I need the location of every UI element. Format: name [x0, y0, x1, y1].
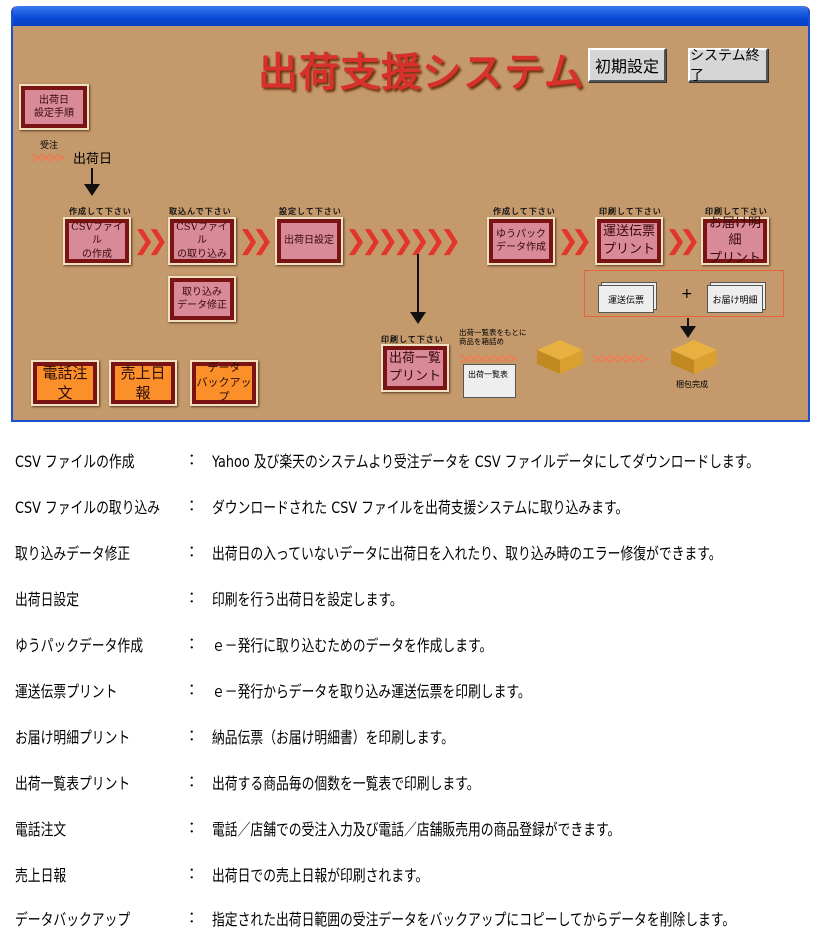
- daily-sales-report-button[interactable]: 売上日報: [109, 360, 177, 406]
- package-box-icon: [537, 340, 583, 374]
- packing-note: 出荷一覧表をもとに 商品を箱詰め: [459, 328, 527, 346]
- documents-group: [584, 270, 784, 317]
- app-window: 出荷支援システム 初期設定 システム終了 出荷日 設定手順 受注 >>>> 出荷…: [11, 6, 810, 422]
- shipping-list-print-button[interactable]: 出荷一覧 プリント: [381, 344, 449, 392]
- step-prompt: 作成して下さい: [493, 207, 556, 216]
- ship-date-label: 出荷日: [73, 152, 113, 167]
- csv-import-button[interactable]: CSVファイル の取り込み: [168, 217, 236, 265]
- description-row: 取り込みデータ修正：出荷日の入っていないデータに出荷日を入れたり、取り込み時のエ…: [15, 542, 722, 563]
- plus-label: +: [681, 286, 693, 302]
- delivery-detail-print-button[interactable]: お届け明細 プリント: [701, 216, 769, 266]
- description-row: CSV ファイルの取り込み：ダウンロードされた CSV ファイルを出荷支援システ…: [15, 496, 629, 517]
- order-label: 受注: [40, 141, 59, 151]
- chevron-arrows-icon: ❯❯❯❯❯❯❯: [345, 226, 461, 256]
- list-print-prompt: 印刷して下さい: [381, 335, 444, 344]
- down-arrow-icon: [410, 254, 426, 324]
- step-prompt: 印刷して下さい: [705, 207, 768, 216]
- chevron-arrows-icon: ❯❯: [557, 226, 592, 256]
- description-row: データバックアップ：指定された出荷日範囲の受注データをバックアップにコピーしてか…: [15, 908, 736, 929]
- system-exit-button[interactable]: システム終了: [688, 48, 768, 84]
- description-row: CSV ファイルの作成：Yahoo 及び楽天のシステムより受注データを CSV …: [15, 450, 759, 471]
- step-prompt: 設定して下さい: [279, 207, 342, 216]
- chevron-arrows-icon: ❯❯: [133, 226, 168, 256]
- small-arrows-icon: >>>>>>>: [591, 352, 649, 367]
- down-arrow-icon: [680, 318, 696, 338]
- shipping-slip-print-button[interactable]: 運送伝票 プリント: [595, 217, 663, 265]
- app-title: 出荷支援システム: [258, 49, 585, 96]
- step-prompt: 作成して下さい: [69, 207, 132, 216]
- packed-label: 梱包完成: [676, 380, 708, 389]
- description-row: 出荷日設定：印刷を行う出荷日を設定します。: [15, 588, 403, 609]
- description-row: 運送伝票プリント：ｅ－発行からデータを取り込み運送伝票を印刷します。: [15, 680, 531, 701]
- step-prompt: 印刷して下さい: [599, 207, 662, 216]
- shipping-list-doc: 出荷一覧表: [463, 364, 516, 398]
- data-backup-button[interactable]: データ バックアップ: [190, 360, 258, 406]
- description-row: 電話注文：電話／店舗での受注入力及び電話／店舗販売用の商品登録ができます。: [15, 818, 621, 839]
- order-arrows-icon: >>>>: [31, 151, 66, 166]
- chevron-arrows-icon: ❯❯: [238, 226, 273, 256]
- description-row: 出荷一覧表プリント：出荷する商品毎の個数を一覧表で印刷します。: [15, 772, 480, 793]
- description-row: お届け明細プリント：納品伝票（お届け明細書）を印刷します。: [15, 726, 454, 747]
- yupack-data-button[interactable]: ゆうパック データ作成: [487, 217, 555, 265]
- csv-create-button[interactable]: CSVファイル の作成: [63, 217, 131, 265]
- title-bar[interactable]: [13, 6, 808, 26]
- import-data-fix-button[interactable]: 取り込み データ修正: [168, 276, 236, 322]
- delivery-detail-doc: お届け明細: [707, 285, 763, 313]
- description-row: 売上日報：出荷日での売上日報が印刷されます。: [15, 864, 429, 885]
- step-prompt: 取込んで下さい: [169, 207, 232, 216]
- description-row: ゆうパックデータ作成：ｅ－発行に取り込むためのデータを作成します。: [15, 634, 493, 655]
- packed-box-icon: [671, 340, 717, 374]
- ship-date-setting-button[interactable]: 出荷日設定: [275, 217, 343, 265]
- down-arrow-icon: [84, 168, 100, 196]
- small-arrows-icon: >>>>>>>: [459, 352, 517, 367]
- chevron-arrows-icon: ❯❯: [665, 226, 700, 256]
- shipping-slip-doc: 運送伝票: [598, 285, 654, 313]
- phone-order-button[interactable]: 電話注文: [31, 360, 99, 406]
- ship-date-procedure-button[interactable]: 出荷日 設定手順: [19, 84, 89, 130]
- initial-settings-button[interactable]: 初期設定: [588, 48, 666, 82]
